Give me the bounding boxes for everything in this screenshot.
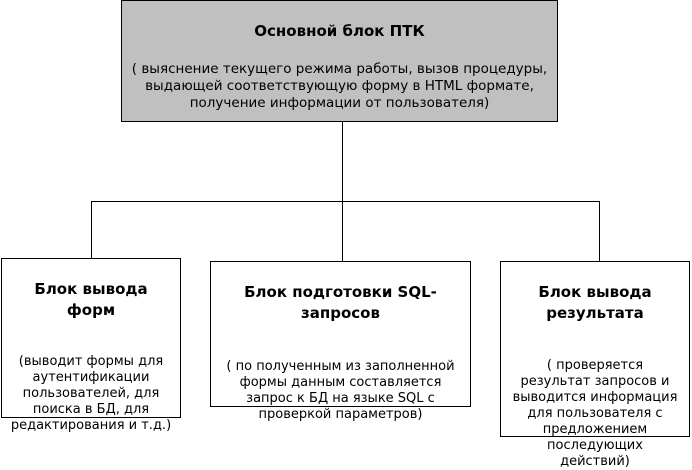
main-block-description: ( выяснение текущего режима работы, вызо… [131,61,548,111]
sql-preparation-block-title: Блок подготовки SQL- запросов [244,283,437,322]
results-output-block: Блок вывода результата ( проверяется рез… [500,261,690,469]
connector-to-results-block [599,201,600,261]
results-output-block-description: ( проверяется результат запросов и вывод… [512,358,678,469]
sql-preparation-block-description: ( по полученным из заполненной формы дан… [226,359,455,422]
connector-to-sql-block [342,201,343,261]
results-output-block-title: Блок вывода результата [538,283,652,322]
forms-output-block: Блок вывода форм (выводит формы для ауте… [1,258,181,433]
forms-output-block-title: Блок вывода форм [34,280,148,319]
main-block-title: Основной блок ПТК [254,22,425,40]
sql-preparation-block: Блок подготовки SQL- запросов ( по получ… [210,261,471,422]
connector-to-forms-block [91,201,92,258]
connector-horizontal-bus [91,201,600,202]
connector-main-trunk [342,122,343,201]
main-block: Основной блок ПТК ( выяснение текущего р… [121,0,558,122]
forms-output-block-description: (выводит формы для аутентификации пользо… [10,354,172,433]
